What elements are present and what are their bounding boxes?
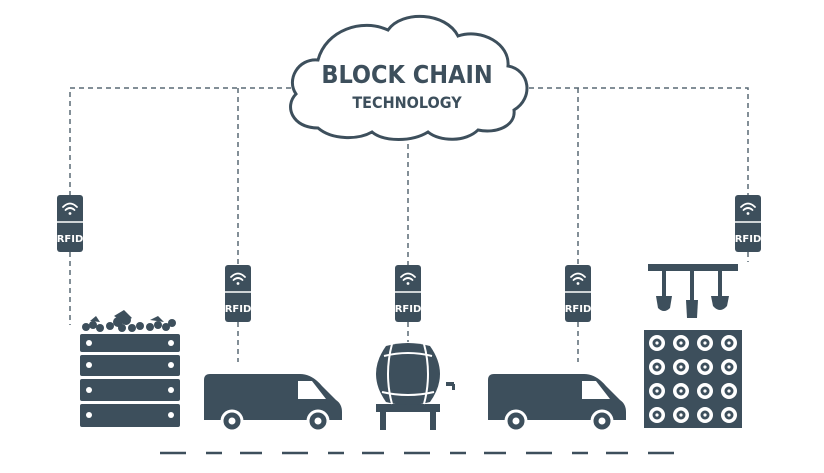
rfid-label: RFID (395, 304, 422, 315)
rfid-tag: RFID (735, 195, 762, 252)
connector-lines (69, 87, 749, 362)
grapes-icon (82, 310, 176, 332)
cloud-icon (289, 15, 529, 141)
rfid-label: RFID (565, 304, 592, 315)
blockchain-cloud: BLOCK CHAIN TECHNOLOGY (289, 15, 529, 141)
cloud-title-line1: BLOCK CHAIN (321, 60, 492, 89)
wifi-icon (400, 272, 416, 285)
wine-rack-icon (644, 330, 742, 428)
wifi-icon (62, 202, 78, 215)
rfid-label: RFID (57, 234, 84, 245)
van-icon (488, 374, 626, 433)
glass-rack-icon (648, 264, 738, 318)
cloud-title-line2: TECHNOLOGY (352, 93, 462, 112)
barrel-icon (376, 343, 455, 430)
rfid-label: RFID (735, 234, 762, 245)
rfid-tag: RFID (225, 265, 252, 322)
connector-right (520, 87, 749, 195)
van-icon (204, 374, 342, 433)
grape-crate-icon (80, 310, 180, 427)
connector-left (69, 87, 300, 195)
rfid-tag: RFID (57, 195, 84, 252)
rfid-tag: RFID (395, 265, 422, 322)
wifi-icon (570, 272, 586, 285)
rfid-label: RFID (225, 304, 252, 315)
wifi-icon (740, 202, 756, 215)
wifi-icon (230, 272, 246, 285)
rfid-tag: RFID (565, 265, 592, 322)
